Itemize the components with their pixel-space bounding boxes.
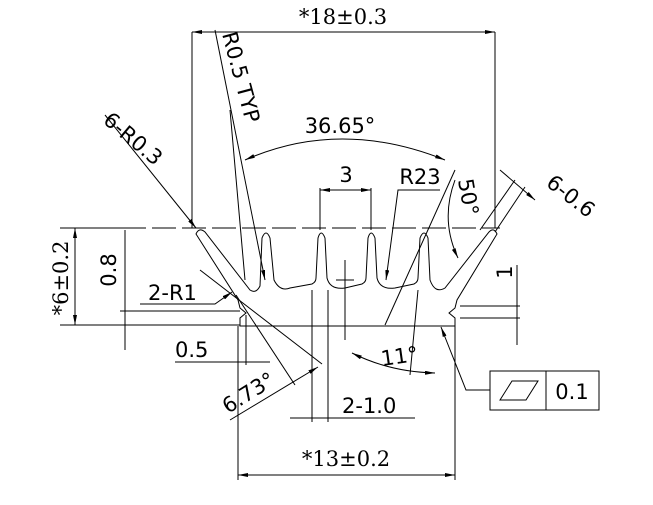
center-slot-label: 2-1.0 [342, 394, 396, 418]
outer-radius-label: 6-R0.3 [99, 107, 167, 170]
base-thickness-label: 0.8 [97, 253, 121, 286]
outer-fin-angle-arc [447, 179, 459, 259]
flatness-icon [499, 380, 539, 401]
outer-fin-thickness-label: 6-0.6 [542, 170, 600, 222]
flatness-leader [440, 326, 490, 391]
height-label: *6±0.2 [49, 241, 73, 316]
flatness-tolerance-label: 0.1 [555, 380, 588, 404]
taper-angle-label: 6.73° [218, 368, 279, 419]
inner-angle-arc [351, 352, 436, 375]
fin-guide-line [235, 294, 296, 386]
notch-height-label: 1 [493, 265, 517, 278]
heatsink-profile-outline [195, 229, 498, 327]
root-radius-label: 2-R1 [148, 281, 197, 305]
extension-line [494, 186, 526, 233]
fin-radius-leader [385, 189, 440, 281]
extension-line [479, 179, 516, 231]
notch-depth-label: 0.5 [175, 338, 208, 362]
root-radius-leader [140, 291, 233, 305]
base-width-label: *13±0.2 [302, 447, 390, 471]
tip-radius-leader [214, 29, 266, 281]
inner-angle-label: 11° [379, 342, 419, 371]
flatness-feature-frame [489, 370, 600, 411]
fin-guide-line [384, 169, 456, 326]
taper-angle-dimension-line [229, 366, 319, 421]
outer-radius-leader [104, 114, 197, 229]
outer-fin-thickness-leader [499, 169, 536, 201]
outer-fin-angle-label: 50° [453, 177, 483, 218]
fin-guide-line [229, 109, 246, 281]
fin-angle-label: 36.65° [305, 114, 376, 138]
fin-pitch-label: 3 [339, 163, 352, 187]
overall-width-label: *18±0.3 [299, 5, 387, 29]
fin-angle-arc [244, 138, 446, 161]
fin-radius-label: R23 [399, 165, 440, 189]
fin-guide-line [199, 269, 323, 365]
